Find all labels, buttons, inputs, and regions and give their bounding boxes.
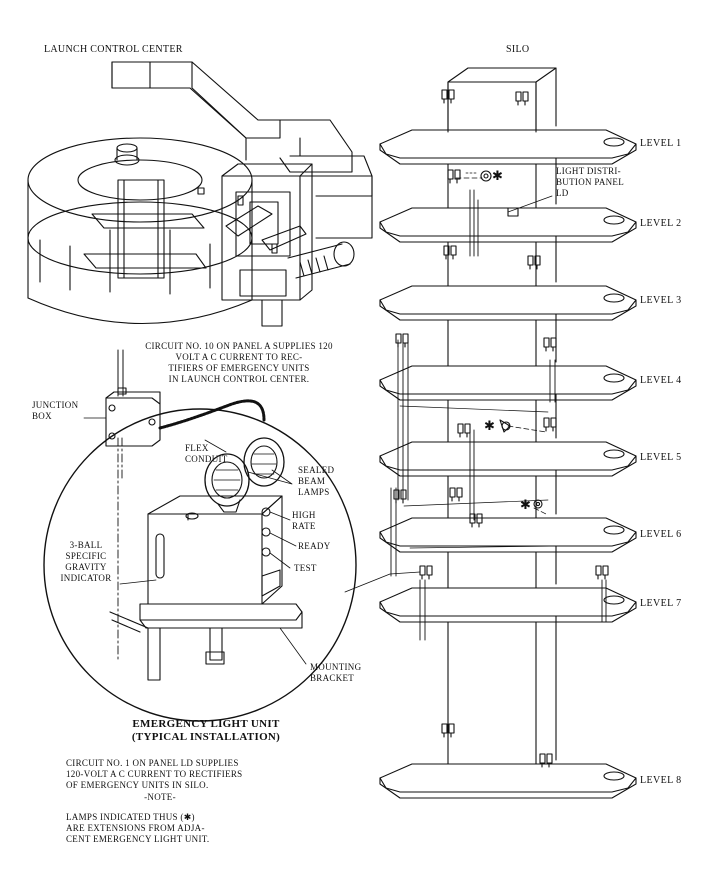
lamp-fixture bbox=[543, 337, 557, 352]
ready-label: READY bbox=[298, 541, 331, 551]
high-rate-label: HIGH RATE bbox=[292, 510, 316, 531]
level-3-label: LEVEL 3 bbox=[640, 295, 682, 306]
silo-level-plate bbox=[379, 763, 637, 793]
asterisk-marker: ✱ bbox=[520, 497, 532, 512]
leader-lines bbox=[83, 172, 553, 665]
flex-conduit-label: FLEX CONDUIT bbox=[185, 443, 228, 464]
level-hatch bbox=[603, 215, 625, 225]
level-1-label: LEVEL 1 bbox=[640, 138, 682, 149]
lamp-fixture bbox=[393, 489, 407, 504]
mounting-bracket-label: MOUNTING BRACKET bbox=[310, 662, 362, 683]
lamp-fixture bbox=[595, 565, 609, 580]
asterisk-marker: ✱ bbox=[492, 168, 504, 183]
silo-drawing bbox=[379, 67, 637, 799]
emergency-light-unit bbox=[109, 437, 303, 681]
note-heading: -NOTE- bbox=[144, 792, 176, 802]
level-hatch bbox=[603, 293, 625, 303]
level-2-label: LEVEL 2 bbox=[640, 218, 682, 229]
silo-level-plate bbox=[379, 441, 637, 471]
silo-level-plate bbox=[379, 207, 637, 237]
lamp-fixture bbox=[539, 753, 553, 768]
level-hatch bbox=[603, 373, 625, 383]
level-6-label: LEVEL 6 bbox=[640, 529, 682, 540]
silo-lamp-fixtures bbox=[393, 89, 609, 768]
lamp-fixture bbox=[395, 333, 409, 348]
lamp-fixture bbox=[457, 423, 471, 438]
level-hatch bbox=[603, 137, 625, 147]
flex-conduit bbox=[158, 399, 266, 430]
level-4-label: LEVEL 4 bbox=[640, 375, 682, 386]
circuit-10-note: CIRCUIT NO. 10 ON PANEL A SUPPLIES 120 V… bbox=[145, 341, 333, 384]
unit-caption: EMERGENCY LIGHT UNIT (TYPICAL INSTALLATI… bbox=[131, 718, 281, 743]
lamp-fixture bbox=[441, 89, 455, 104]
silo-level-plate bbox=[379, 129, 637, 159]
lamp-fixture bbox=[469, 513, 483, 528]
junction-box-label: JUNCTION BOX bbox=[32, 400, 79, 421]
level-hatch bbox=[603, 595, 625, 605]
junction-box bbox=[105, 387, 161, 447]
launch-control-center-drawing bbox=[27, 61, 373, 327]
lamp-fixture bbox=[449, 487, 463, 502]
silo-title: SILO bbox=[506, 44, 530, 55]
note-body: LAMPS INDICATED THUS (✱) ARE EXTENSIONS … bbox=[66, 812, 210, 844]
silo-level-plate bbox=[379, 285, 637, 315]
circuit-1-note: CIRCUIT NO. 1 ON PANEL LD SUPPLIES 120-V… bbox=[66, 758, 243, 790]
lamp-fixture bbox=[419, 565, 433, 580]
level-7-label: LEVEL 7 bbox=[640, 598, 682, 609]
level-hatch bbox=[603, 771, 625, 781]
lamp-fixture bbox=[543, 417, 557, 432]
level-8-label: LEVEL 8 bbox=[640, 775, 682, 786]
lamp-fixture bbox=[515, 91, 529, 106]
sealed-beam-lamps-label: SEALED BEAM LAMPS bbox=[298, 465, 335, 497]
gravity-indicator-label: 3-BALL SPECIFIC GRAVITY INDICATOR bbox=[60, 540, 112, 583]
conduit-lines bbox=[117, 349, 124, 661]
lamp-fixture bbox=[527, 255, 541, 270]
light-distribution-panel-label: LIGHT DISTRI- BUTION PANEL LD bbox=[556, 166, 625, 198]
silo-level-plate bbox=[379, 365, 637, 395]
level-hatch bbox=[603, 449, 625, 459]
lamp-fixture bbox=[443, 245, 457, 260]
silo-circuit-lines bbox=[455, 177, 547, 515]
silo-level-plate bbox=[379, 587, 637, 617]
level-5-label: LEVEL 5 bbox=[640, 452, 682, 463]
launch-control-center-title: LAUNCH CONTROL CENTER bbox=[44, 44, 183, 55]
lamp-fixture bbox=[441, 723, 455, 738]
asterisk-marker: ✱ bbox=[484, 418, 496, 433]
lamp-fixture bbox=[447, 169, 461, 184]
level-hatch bbox=[603, 525, 625, 535]
silo-level-plate bbox=[379, 517, 637, 547]
detail-circle bbox=[43, 408, 357, 722]
test-label: TEST bbox=[294, 563, 317, 573]
